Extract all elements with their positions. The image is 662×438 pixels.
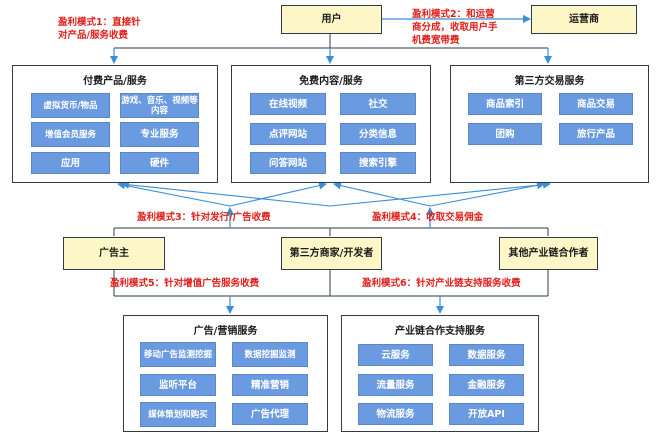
arrow-mid-free-a: [229, 181, 327, 207]
group-industry-title: 产业链合作支持服务: [395, 326, 485, 337]
group-trade-title: 第三方交易服务: [514, 76, 585, 87]
profit-model-1-line-2: 对产品/服务收费: [58, 30, 128, 41]
industry-item: 开放API: [449, 403, 524, 425]
trade-item: 商品交易: [559, 93, 633, 115]
node-advertiser: 广告主: [63, 237, 165, 270]
trade-item: 商品索引: [468, 93, 542, 115]
node-other-industry-partner: 其他产业链合作者: [499, 237, 598, 270]
group-industry-chain-support: 产业链合作支持服务 云服务 数据服务 流量服务 金融服务 物流服务 开放API: [341, 315, 539, 432]
group-paid-title: 付费产品/服务: [83, 76, 147, 87]
industry-item: 云服务: [358, 344, 433, 366]
paid-item: 硬件: [120, 152, 199, 174]
arrow-mid-paid-b: [121, 180, 331, 207]
arrow-mid-free-b: [333, 181, 431, 207]
profit-model-4: 盈利模式4：收取交易佣金: [372, 212, 484, 223]
marketing-item: 广告代理: [232, 403, 308, 425]
node-operator: 运营商: [531, 5, 637, 34]
free-item: 搜索引擎: [340, 152, 416, 174]
marketing-item: 媒体策划和购买: [140, 402, 216, 427]
industry-item: 数据服务: [449, 344, 524, 366]
arrow-mid-trade-b: [329, 180, 551, 207]
trade-item: 团购: [468, 123, 542, 145]
free-item: 问答网站: [250, 152, 326, 174]
free-item: 在线视频: [250, 93, 326, 115]
marketing-item: 精准营销: [232, 374, 308, 396]
paid-item: 游戏、音乐、视频等内容: [120, 93, 199, 118]
paid-item: 专业服务: [120, 122, 199, 147]
profit-model-2: 盈利模式2：和运营 商分成，收取用户手 机费宽带费: [412, 8, 498, 47]
profit-model-6: 盈利模式6：针对产业链支持服务收费: [362, 278, 521, 289]
free-item: 分类信息: [340, 123, 416, 145]
node-user: 用户: [281, 5, 382, 34]
trade-item: 旅行产品: [559, 123, 633, 145]
arrow-mid-paid-a: [117, 181, 231, 207]
node-third-party-developer: 第三方商家/开发者: [281, 237, 382, 270]
profit-model-1: 盈利模式1：直接针 对产品/服务收费: [58, 16, 141, 42]
free-item: 点评网站: [250, 123, 326, 145]
profit-model-2-line-2: 商分成，收取用户手: [412, 22, 498, 33]
profit-model-2-line-1: 盈利模式2：和运营: [412, 9, 495, 20]
arrow-mid-trade-a: [429, 181, 545, 207]
group-paid-products: 付费产品/服务 虚拟货币/物品 游戏、音乐、视频等内容 增值会员服务 专业服务 …: [12, 65, 218, 183]
group-marketing-title: 广告/营销服务: [193, 326, 258, 337]
industry-item: 金融服务: [449, 374, 524, 396]
free-item: 社交: [340, 93, 416, 115]
profit-model-3: 盈利模式3：针对发行/广告收费: [137, 212, 271, 223]
paid-item: 增值会员服务: [31, 122, 110, 147]
group-marketing-services: 广告/营销服务 移动广告监测挖掘 数据挖掘监测 监听平台 精准营销 媒体策划和购…: [123, 315, 328, 432]
profit-model-5: 盈利模式5：针对增值广告服务收费: [110, 278, 260, 289]
group-third-party-trade: 第三方交易服务 商品索引 商品交易 团购 旅行产品: [450, 65, 649, 183]
profit-model-2-line-3: 机费宽带费: [412, 35, 460, 46]
profit-model-1-line-1: 盈利模式1：直接针: [58, 17, 141, 28]
marketing-item: 数据挖掘监测: [232, 342, 308, 367]
marketing-item: 移动广告监测挖掘: [140, 342, 216, 367]
marketing-item: 监听平台: [140, 374, 216, 396]
industry-item: 物流服务: [358, 403, 433, 425]
paid-item: 应用: [31, 152, 110, 174]
industry-item: 流量服务: [358, 374, 433, 396]
paid-item: 虚拟货币/物品: [31, 93, 110, 118]
group-free-title: 免费内容/服务: [299, 76, 363, 87]
group-free-content: 免费内容/服务 在线视频 社交 点评网站 分类信息 问答网站 搜索引擎: [231, 65, 431, 183]
